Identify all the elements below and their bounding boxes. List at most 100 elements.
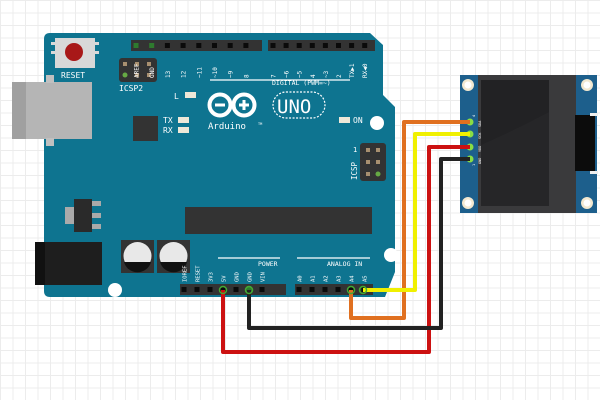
pin-label: 2 (336, 74, 343, 78)
uno-badge (272, 91, 326, 119)
header-pin[interactable] (181, 287, 187, 292)
pin-label: GND (248, 272, 254, 282)
header-pin[interactable] (220, 287, 226, 292)
led-on-label: ON (353, 116, 363, 125)
header-pin[interactable] (246, 287, 252, 292)
pin-label: ~6 (284, 70, 291, 78)
mounting-hole (384, 248, 398, 262)
pin-label: ~11 (196, 67, 203, 78)
pin-label: A4 (350, 275, 356, 282)
header-pin[interactable] (296, 287, 302, 292)
pin-label: A0 (298, 275, 304, 282)
led-l (185, 92, 196, 98)
header-pin[interactable] (233, 287, 239, 292)
pin-label: 12 (181, 70, 188, 78)
header-pin[interactable] (362, 43, 368, 48)
pin-label: ~3 (323, 70, 330, 78)
capacitor (121, 240, 154, 273)
pin-label: RESET (196, 265, 202, 282)
pin-label: A2 (324, 275, 330, 282)
dc-power-jack (35, 242, 102, 285)
header-pin[interactable] (296, 43, 302, 48)
oled-pin-label: GND (478, 158, 482, 164)
pin-label: IOREF (183, 265, 189, 282)
header-pin[interactable] (322, 43, 328, 48)
header-pin[interactable] (149, 43, 155, 48)
wire-endpoint (346, 285, 356, 295)
oled-ribbon (575, 115, 595, 171)
pin-label: 8 (243, 74, 250, 78)
header-pin[interactable] (180, 43, 186, 48)
header-pin[interactable] (322, 287, 328, 292)
icsp-header (360, 143, 386, 181)
header-pin[interactable] (194, 287, 200, 292)
led-rx (178, 127, 189, 133)
wire-endpoints (218, 285, 368, 295)
oled-pin-label: VDD (478, 146, 482, 152)
pin-label: A5 (363, 275, 369, 282)
header-pin[interactable] (243, 43, 249, 48)
pin-label: 5V (222, 275, 228, 282)
header-pin[interactable] (164, 43, 170, 48)
atmega-chip (185, 207, 372, 234)
power-header (180, 284, 286, 295)
wire-orange-a4-sda[interactable] (349, 120, 470, 320)
icsp2-label: ICSP2 (119, 84, 143, 93)
led-rx-label: RX (163, 126, 173, 135)
icsp2-header (119, 58, 157, 82)
led-on (339, 117, 350, 123)
header-pin[interactable] (207, 287, 213, 292)
header-pin[interactable] (196, 43, 202, 48)
arduino-logo (207, 92, 257, 118)
wire-endpoint (218, 285, 228, 295)
header-pin[interactable] (309, 287, 315, 292)
digital-header-right (268, 40, 375, 51)
header-pin[interactable] (309, 43, 315, 48)
header-pin[interactable] (336, 43, 341, 48)
pin-label: VIN (261, 272, 267, 282)
pin-label: A1 (311, 275, 317, 282)
arduino-logo-text: Arduino (208, 122, 246, 132)
usb-chip (133, 116, 158, 141)
pin-label: 13 (165, 70, 172, 78)
analog-header (295, 284, 373, 295)
header-pin[interactable] (270, 43, 276, 48)
wire-yellow-a5-sck[interactable] (363, 132, 470, 292)
voltage-regulator (65, 199, 101, 232)
header-pin[interactable] (212, 43, 217, 48)
oled-pin4-label: 4 (472, 115, 476, 117)
oled-pin-label: SDA (478, 120, 482, 127)
led-l-label: L (174, 92, 179, 101)
usb-connector (12, 75, 92, 146)
pin-label: AREF (134, 63, 141, 78)
led-tx-label: TX (163, 116, 173, 125)
power-pin-group (181, 287, 265, 292)
pin-label: GND (235, 272, 241, 282)
uno-label: UNO (277, 96, 311, 118)
header-pin[interactable] (335, 287, 341, 292)
wire-black-gnd-gnd[interactable] (247, 157, 470, 330)
oled-pin1-label: 1 (472, 164, 476, 166)
wire-endpoint (244, 285, 254, 295)
header-pin[interactable] (283, 43, 289, 48)
pin-label: TX▶1 (349, 63, 356, 78)
header-pin[interactable] (227, 43, 233, 48)
mounting-hole (108, 283, 122, 297)
pin-label: ~5 (297, 70, 304, 78)
header-pin[interactable] (349, 43, 355, 48)
header-pin[interactable] (348, 287, 354, 292)
led-tx (178, 117, 189, 123)
wire-red-3v3-vdd[interactable] (221, 145, 470, 354)
header-pin[interactable] (259, 287, 265, 292)
header-pin[interactable] (133, 43, 139, 48)
reset-button[interactable] (51, 38, 99, 68)
mounting-hole (370, 116, 384, 130)
pin-label: GND (149, 67, 156, 78)
